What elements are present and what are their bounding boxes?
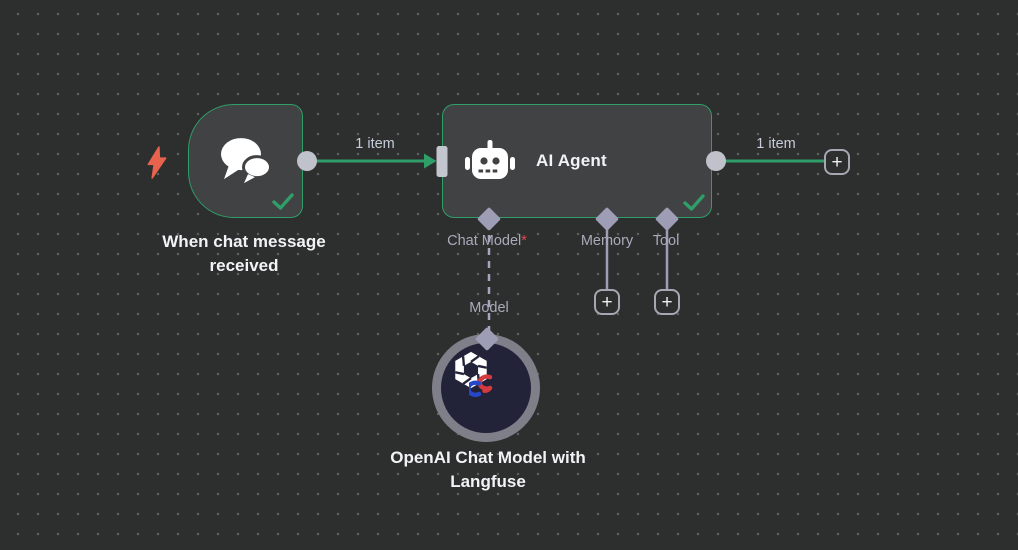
model-output-port[interactable] xyxy=(475,327,499,351)
required-asterisk: * xyxy=(521,233,527,249)
success-check-icon xyxy=(272,193,294,210)
add-memory-button[interactable]: + xyxy=(594,289,620,315)
trigger-output-connector[interactable] xyxy=(297,151,317,171)
agent-output-connector[interactable] xyxy=(706,151,726,171)
openai-model-title: OpenAI Chat Model with Langfuse xyxy=(390,448,586,491)
add-tool-button[interactable]: + xyxy=(654,289,680,315)
agent-memory-port[interactable] xyxy=(595,207,619,231)
agent-chat-model-port[interactable] xyxy=(477,207,501,231)
items-count-label: 1 item xyxy=(756,136,796,152)
model-port-label: Model xyxy=(469,300,509,316)
chat-bubbles-icon xyxy=(220,138,272,184)
chat-model-label-text: Chat Model xyxy=(447,233,522,249)
node-chat-trigger[interactable] xyxy=(188,104,303,218)
node-ai-agent[interactable]: AI Agent xyxy=(442,104,712,218)
robot-icon xyxy=(465,140,515,179)
chat-trigger-title: When chat message received xyxy=(162,232,326,275)
memory-port-label: Memory xyxy=(580,233,634,249)
add-node-button[interactable]: + xyxy=(824,149,850,175)
agent-input-connector[interactable] xyxy=(436,146,448,177)
langfuse-logo-icon xyxy=(469,374,493,397)
items-count-label: 1 item xyxy=(355,136,395,152)
tool-port-label: Tool xyxy=(652,233,680,249)
ai-agent-title: AI Agent xyxy=(536,151,607,170)
connection-arrow-icon xyxy=(424,153,437,169)
success-check-icon xyxy=(683,194,705,211)
chat-model-port-label: Chat Model* xyxy=(447,233,527,249)
trigger-bolt-icon xyxy=(147,146,167,179)
agent-tool-port[interactable] xyxy=(655,207,679,231)
